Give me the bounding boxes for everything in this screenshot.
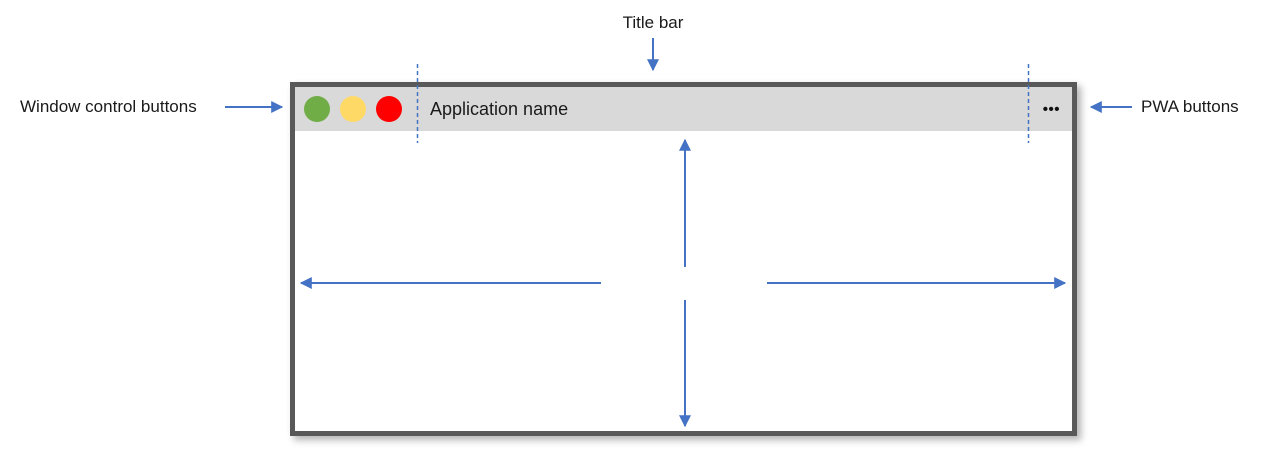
pwa-buttons-label: PWA buttons bbox=[1141, 97, 1239, 116]
title-bar-label: Title bar bbox=[622, 13, 684, 32]
app-window: Application name ••• bbox=[290, 82, 1077, 436]
web-app-content-area bbox=[295, 131, 1072, 431]
title-bar: Application name ••• bbox=[295, 87, 1072, 131]
window-control-buttons-label: Window control buttons bbox=[20, 97, 197, 116]
green-circle-icon bbox=[304, 96, 330, 122]
ellipsis-icon: ••• bbox=[1042, 100, 1060, 118]
application-name: Application name bbox=[430, 98, 569, 119]
yellow-circle-icon bbox=[340, 96, 366, 122]
red-circle-icon bbox=[376, 96, 402, 122]
window-control-buttons bbox=[304, 96, 402, 122]
